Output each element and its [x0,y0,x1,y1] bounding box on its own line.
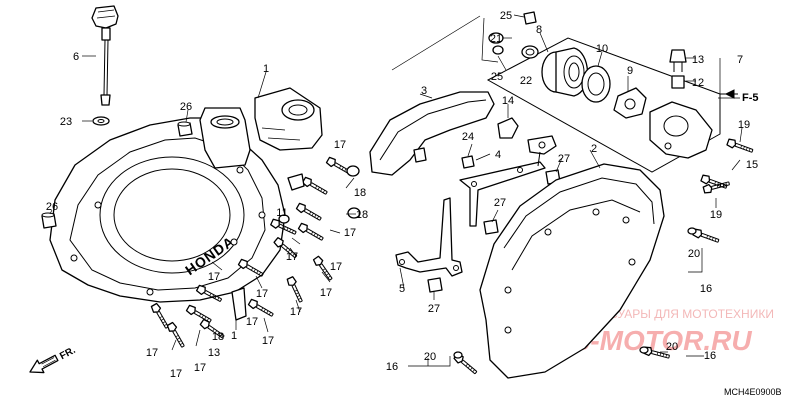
callout-c27a: 27 [494,197,506,209]
callout-c13b: 13 [208,347,220,359]
callout-c20a: 20 [688,248,700,260]
callout-c18c: 18 [212,331,224,343]
callout-c23: 23 [60,116,72,128]
callout-c1b: 1 [231,330,237,342]
callout-c17a: 17 [334,139,346,151]
callout-c17d: 17 [320,287,332,299]
oil-dipstick-part [91,5,119,106]
front-arrow: FR. [29,345,78,374]
nuts [427,155,561,293]
callout-c21: 21 [490,33,502,45]
callout-c8: 8 [536,24,542,36]
callout-c16b: 16 [386,361,398,373]
callout-c27c: 27 [428,303,440,315]
callout-c26a: 26 [180,101,192,113]
callout-c6: 6 [73,51,79,63]
callout-c17l: 17 [246,316,258,328]
callout-c17h: 17 [208,271,220,283]
callout-c17g: 17 [290,306,302,318]
frame-ref-label: F-5 [742,92,759,104]
callout-c25a: 25 [500,10,512,22]
callout-c10: 10 [596,43,608,55]
callout-c22: 22 [520,75,532,87]
callout-c19a: 19 [738,119,750,131]
callout-c19b: 19 [710,209,722,221]
callout-c17k: 17 [194,362,206,374]
callout-c12: 12 [692,77,704,89]
callout-c16a: 16 [700,283,712,295]
pump-housing-part [649,101,713,159]
callout-c17m: 17 [330,261,342,273]
diagram-code: MCH4E0900B [724,387,782,397]
frame-ref-arrow: F-5 [724,89,759,104]
leader-lines [49,14,743,367]
callout-c4: 4 [495,149,501,161]
callout-c20c: 20 [666,341,678,353]
dowel-pin-upper [177,121,193,137]
left-crankcase-cover: HONDA [49,87,323,303]
callout-c17i: 17 [146,347,158,359]
cover-small-parts [231,165,361,321]
callout-c18a: 18 [354,187,366,199]
oil-seal-part [581,65,611,103]
right-cover [479,163,665,379]
impeller-part [613,87,647,119]
callout-c26b: 26 [46,201,58,213]
callout-c20b: 20 [424,351,436,363]
callout-c27b: 27 [558,153,570,165]
right-cover-bolts [452,227,721,377]
callout-c17f: 17 [262,335,274,347]
callout-c18b: 18 [356,209,368,221]
callout-c17c: 17 [286,251,298,263]
callout-c1a: 1 [263,63,269,75]
callout-c5: 5 [399,283,405,295]
callout-c17e: 17 [256,288,268,300]
callout-c17b: 17 [344,227,356,239]
callout-c13: 13 [692,54,704,66]
bracket-upper [459,135,557,227]
callout-c14: 14 [502,95,514,107]
dowel-pin-left [41,212,57,229]
callout-c17j: 17 [170,368,182,380]
callout-c7: 7 [737,54,743,66]
front-arrow-label: FR. [58,345,78,362]
bearing-part [541,47,589,97]
seal-part [497,117,519,139]
callout-c11: 11 [276,207,287,219]
callout-c24: 24 [462,131,474,143]
callout-c15: 15 [746,159,758,171]
callout-c3: 3 [421,85,427,97]
small-seals [488,11,539,59]
bleeder-parts [669,49,687,89]
callout-c16c: 16 [704,350,716,362]
callout-c25b: 25 [491,71,503,83]
washer-part [92,116,110,126]
bracket-lower [395,197,463,277]
callout-c2: 2 [591,143,597,155]
callout-c9: 9 [627,65,633,77]
guard-part [369,91,495,176]
